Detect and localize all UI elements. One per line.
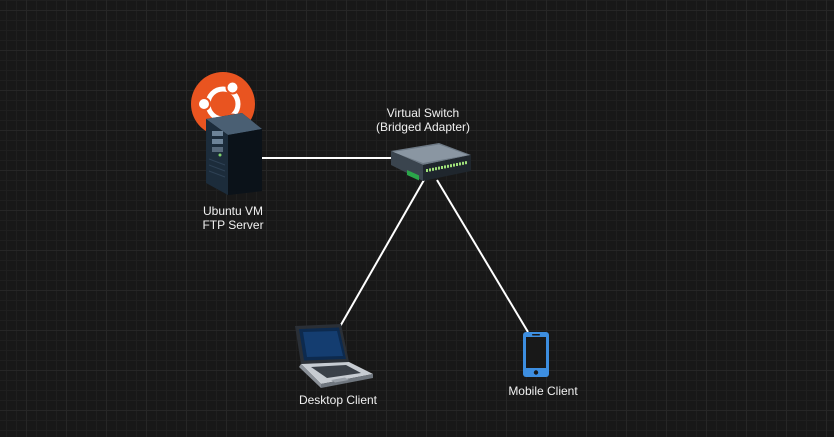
switch-label: Virtual Switch (Bridged Adapter) [353, 106, 493, 134]
server-label-line2: FTP Server [202, 218, 264, 232]
laptop-icon[interactable] [291, 322, 377, 388]
smartphone-icon[interactable] [522, 331, 550, 378]
server-tower-icon[interactable] [200, 113, 264, 195]
switch-label-line1: Virtual Switch [386, 106, 460, 120]
network-switch-icon[interactable] [389, 139, 473, 183]
server-label-line1: Ubuntu VM [202, 204, 264, 218]
mobile-label: Mobile Client [488, 384, 598, 398]
link-switch-desktop[interactable] [337, 179, 425, 331]
switch-label-line2: (Bridged Adapter) [375, 120, 471, 134]
mobile-label-text: Mobile Client [508, 384, 578, 398]
link-switch-mobile[interactable] [436, 179, 529, 333]
server-label: Ubuntu VM FTP Server [183, 204, 283, 232]
desktop-label-text: Desktop Client [298, 393, 378, 407]
desktop-label: Desktop Client [283, 393, 393, 407]
